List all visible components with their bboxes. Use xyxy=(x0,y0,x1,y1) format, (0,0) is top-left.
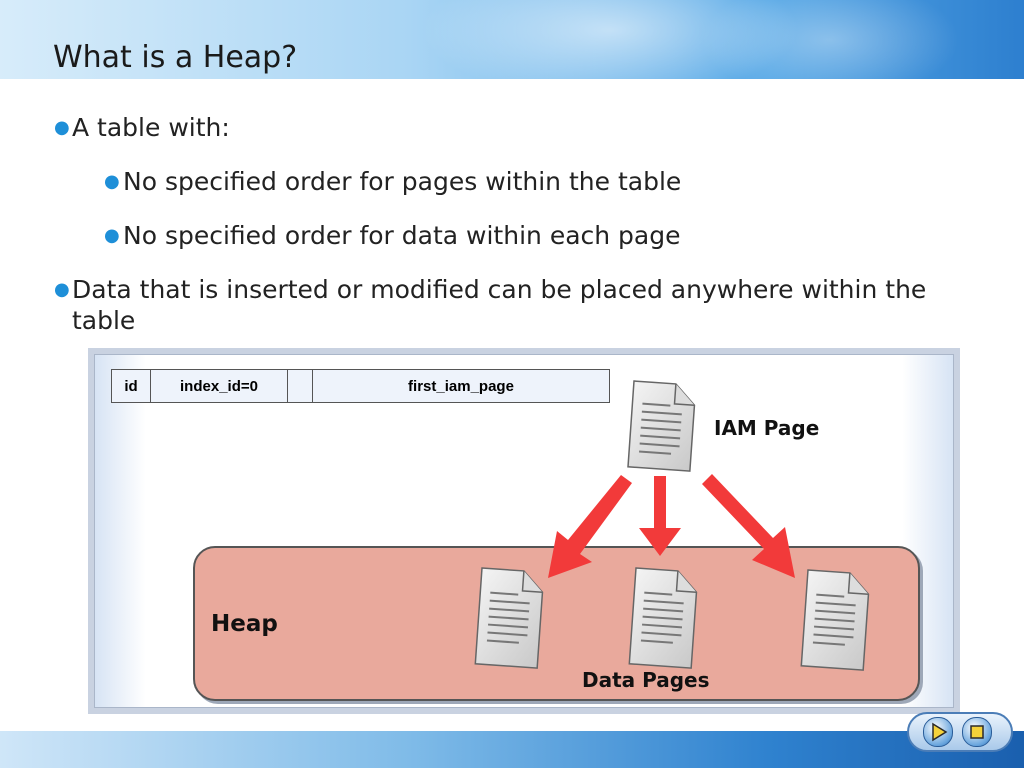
play-button[interactable] xyxy=(923,717,953,747)
bullet-dot-icon: ● xyxy=(54,117,70,138)
bullet-text: No specified order for pages within the … xyxy=(123,167,682,196)
data-page-icon xyxy=(628,567,698,669)
stop-button[interactable] xyxy=(962,717,992,747)
bullet-dot-icon: ● xyxy=(104,171,120,192)
table-row: id index_id=0 first_iam_page xyxy=(111,369,610,403)
table-cell-id: id xyxy=(111,369,151,403)
bullet-level1: ● A table with: xyxy=(54,112,230,143)
bullet-text: A table with: xyxy=(72,113,230,142)
bullet-level2: ● No specified order for pages within th… xyxy=(104,166,681,197)
slide-footer xyxy=(0,731,1024,768)
slide-title: What is a Heap? xyxy=(53,40,298,75)
table-cell-first-iam-page: first_iam_page xyxy=(312,369,610,403)
bullet-dot-icon: ● xyxy=(104,225,120,246)
header-glow xyxy=(700,0,960,79)
bullet-level2: ● No specified order for data within eac… xyxy=(104,220,681,251)
bullet-level1: ● Data that is inserted or modified can … xyxy=(54,274,934,336)
arrow-to-page-3 xyxy=(702,474,795,578)
stop-icon xyxy=(970,725,984,739)
data-page-icon xyxy=(800,569,870,671)
slide-header xyxy=(0,0,1024,79)
iam-page-icon xyxy=(627,380,696,472)
arrow-to-page-1 xyxy=(548,475,632,578)
sysindexes-row-table: id index_id=0 first_iam_page xyxy=(111,369,610,403)
bullet-dot-icon: ● xyxy=(54,279,70,300)
data-page-icon xyxy=(474,567,544,669)
bullet-text: No specified order for data within each … xyxy=(123,221,681,250)
header-glow xyxy=(420,0,800,79)
play-icon xyxy=(932,722,948,742)
navigation-pill xyxy=(907,712,1013,752)
data-pages-label: Data Pages xyxy=(582,668,710,692)
heap-label: Heap xyxy=(211,611,278,637)
bullet-text: Data that is inserted or modified can be… xyxy=(72,275,927,335)
table-cell-index-id: index_id=0 xyxy=(150,369,288,403)
iam-page-label: IAM Page xyxy=(714,416,820,440)
arrow-to-page-2 xyxy=(639,476,681,556)
